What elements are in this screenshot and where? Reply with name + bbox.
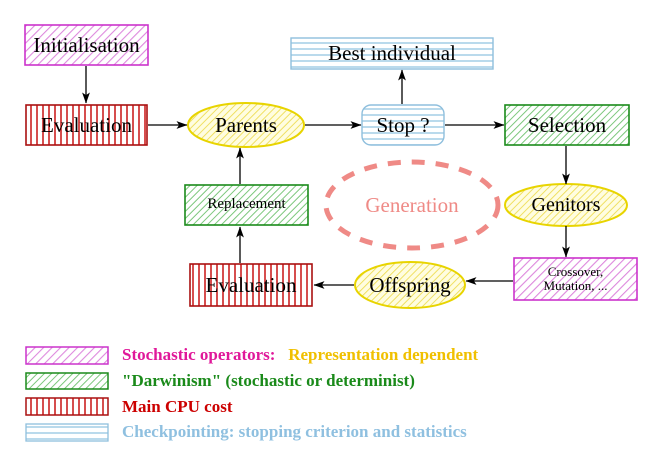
node-crossover-shape[interactable] — [513, 257, 638, 301]
legend-row-0-secondary: Representation dependent — [288, 345, 479, 364]
node-genitors-shape[interactable] — [504, 183, 628, 227]
legend-row-2-text: Main CPU cost — [122, 397, 233, 416]
node-parents-shape[interactable] — [187, 102, 305, 148]
node-best-individual-shape[interactable] — [290, 37, 494, 70]
node-initialisation-shape[interactable] — [24, 24, 149, 66]
legend-row-0-spacer — [275, 345, 288, 364]
node-evaluation-bottom-shape[interactable] — [189, 263, 313, 307]
legend-swatch-1 — [25, 372, 109, 390]
legend-row-1-text: "Darwinism" (stochastic or determinist) — [122, 371, 415, 390]
node-evaluation-top-shape[interactable] — [25, 104, 148, 146]
legend-swatch-3 — [25, 423, 109, 442]
node-generation-shape — [323, 159, 501, 251]
node-stop-shape[interactable] — [361, 104, 445, 146]
legend-row-0-primary: Stochastic operators: — [122, 345, 276, 364]
legend-row-3-text: Checkpointing: stopping criterion and st… — [122, 422, 467, 441]
legend-row-0-text: Stochastic operators: Representation dep… — [122, 345, 478, 365]
node-replacement-shape[interactable] — [184, 184, 309, 226]
legend-swatch-2 — [25, 397, 109, 416]
node-selection-shape[interactable] — [504, 104, 630, 146]
legend-swatch-0 — [25, 346, 109, 365]
node-offspring-shape[interactable] — [354, 261, 466, 309]
